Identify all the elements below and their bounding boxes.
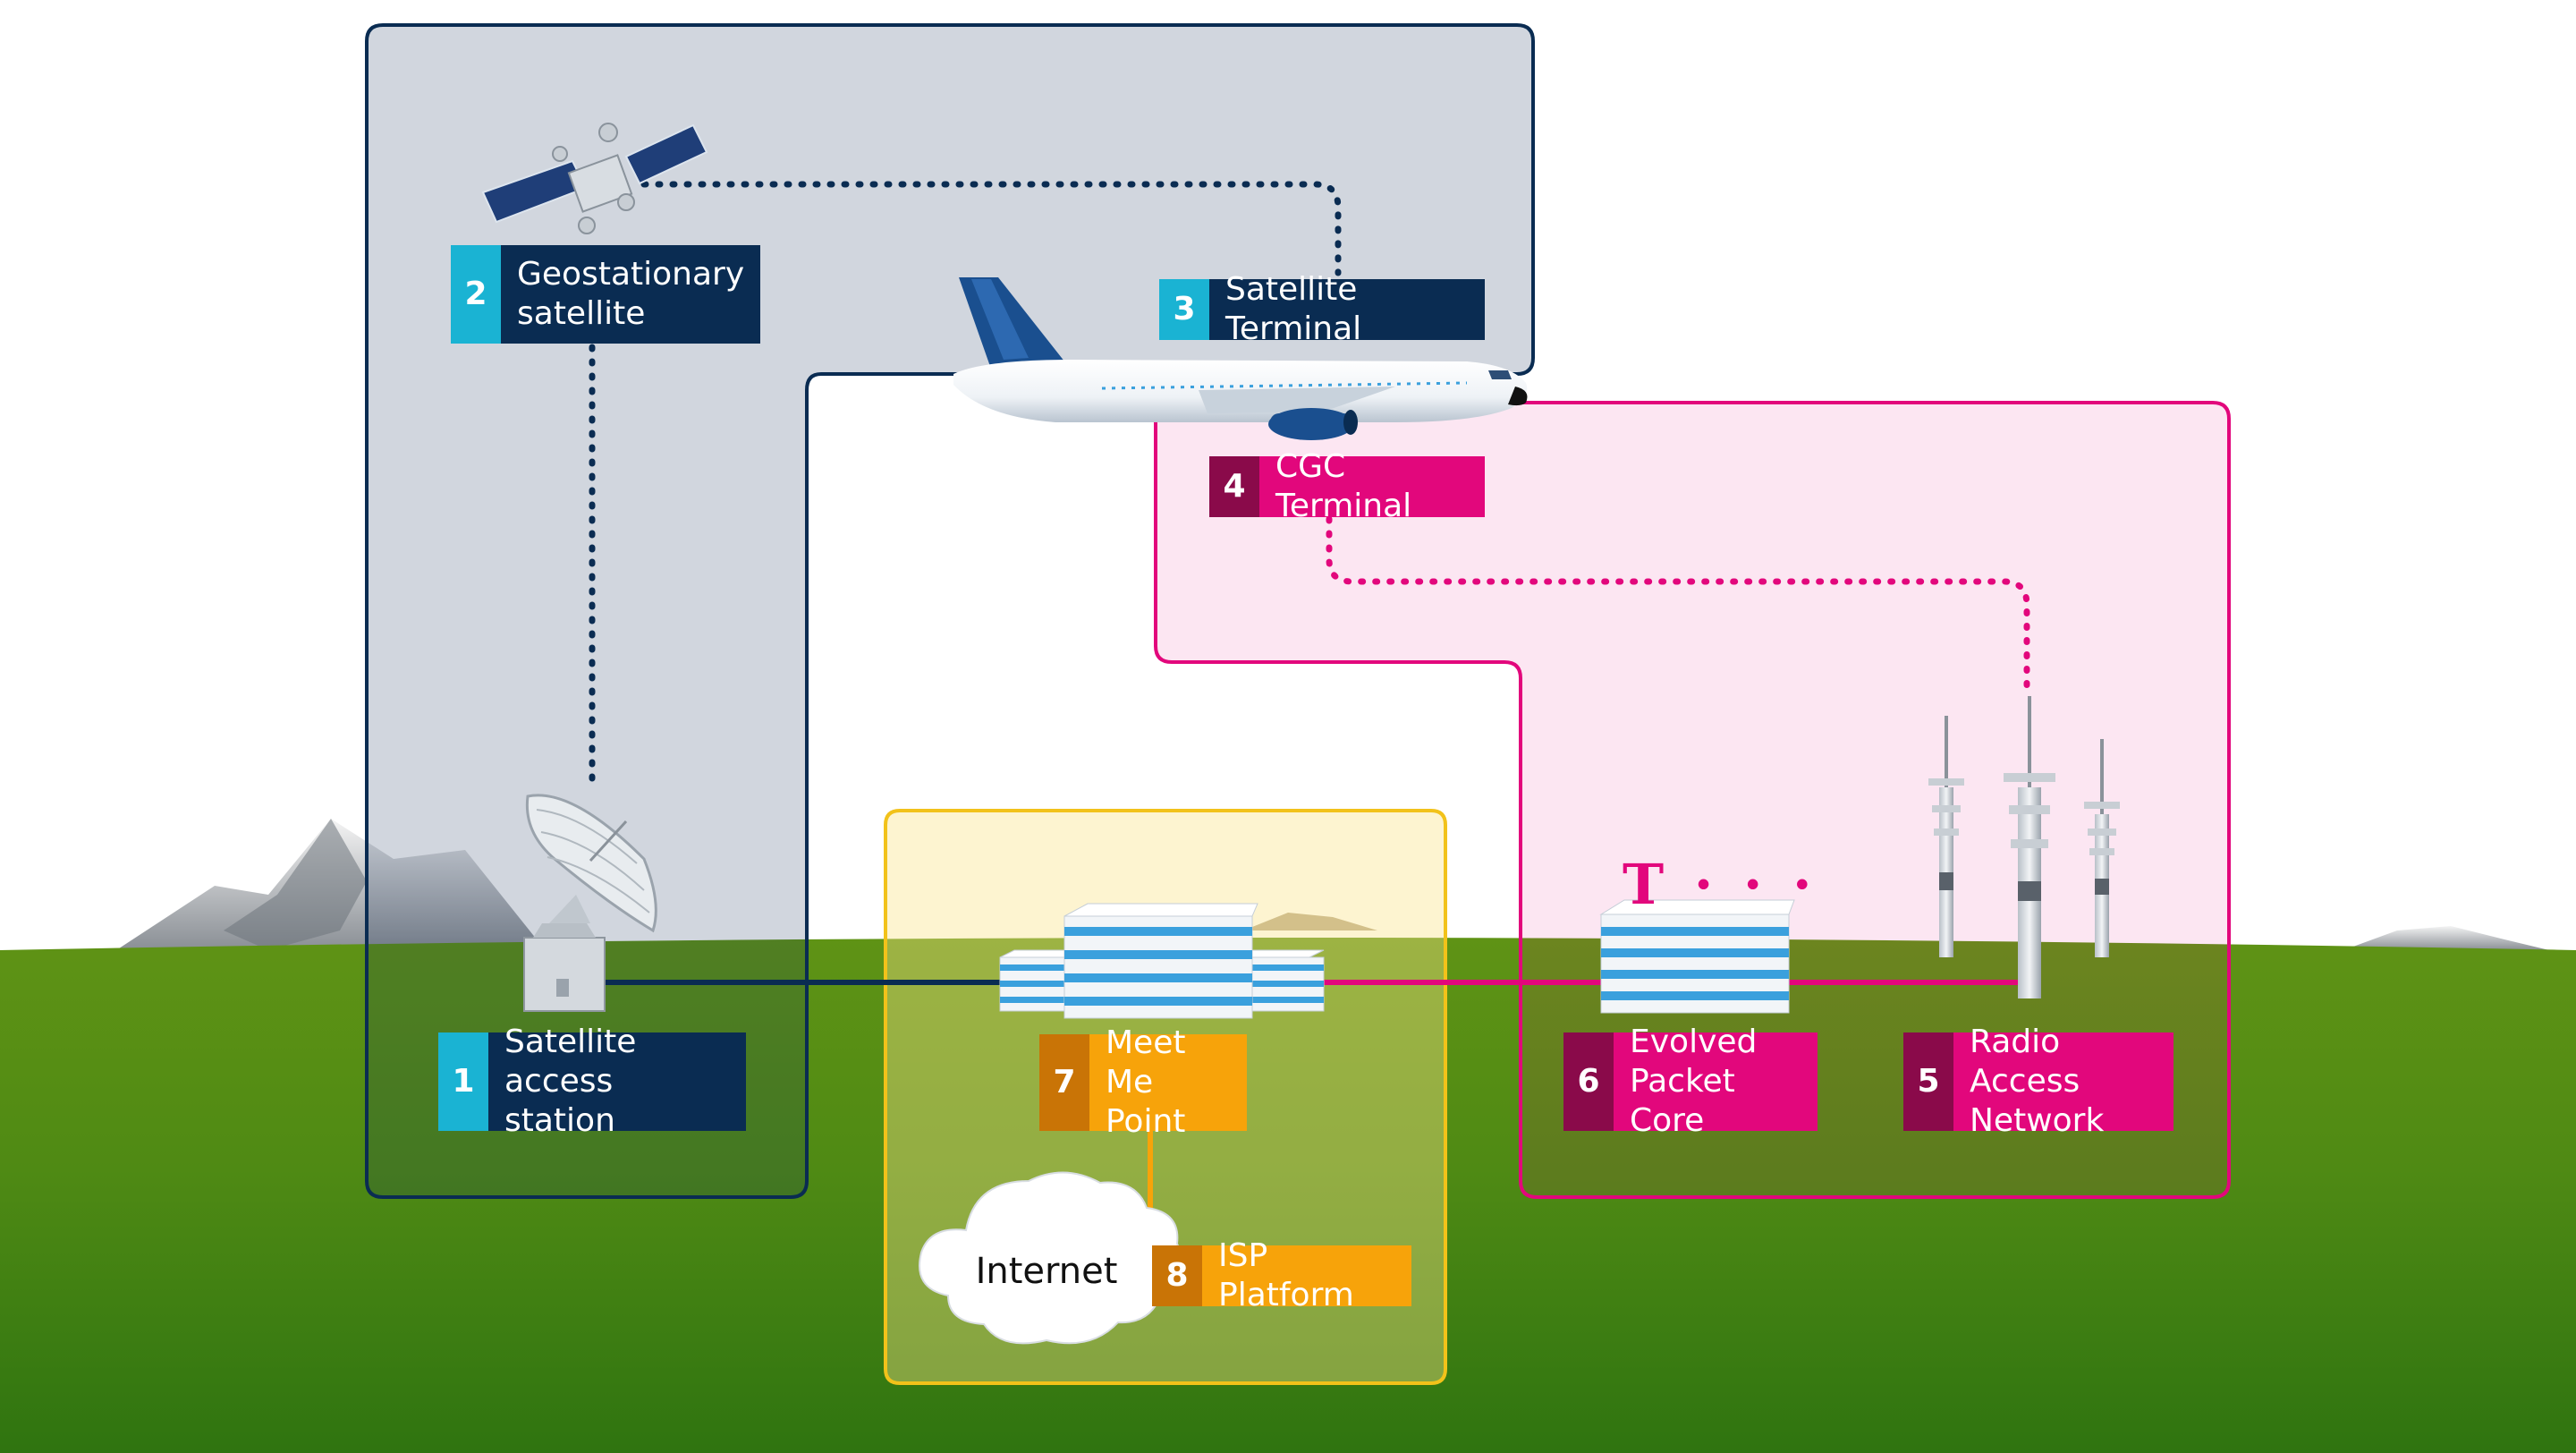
satellite-dish-icon xyxy=(523,794,657,1012)
label-text: Satellite Terminal xyxy=(1209,271,1485,347)
geostationary-satellite-icon xyxy=(481,123,708,234)
cellular-domain-region xyxy=(1154,401,2231,1199)
radio-tower-icon xyxy=(1928,696,2120,998)
label-number: 3 xyxy=(1159,279,1209,340)
mountain-icon xyxy=(116,819,2549,950)
label-geostationary-satellite: 2 Geostationary satellite xyxy=(451,245,761,344)
label-number: 8 xyxy=(1152,1245,1202,1306)
label-text: ISP Platform xyxy=(1202,1237,1411,1313)
label-text: CGC Terminal xyxy=(1259,448,1485,524)
label-evolved-packet-core: 6 Evolved Packet Core xyxy=(1563,1024,1818,1139)
label-satellite-access-station: 1 Satellite access station xyxy=(438,1024,746,1139)
airplane-icon xyxy=(953,277,1528,440)
label-text: Satellite access station xyxy=(488,1024,746,1139)
data-center-icon xyxy=(999,903,1325,1019)
label-number: 7 xyxy=(1039,1034,1089,1131)
label-number: 5 xyxy=(1903,1032,1953,1131)
label-text: Geostationary satellite xyxy=(501,245,761,344)
label-cgc-terminal: 4 CGC Terminal xyxy=(1209,448,1485,524)
label-number: 2 xyxy=(451,245,501,344)
label-radio-access-network: 5 Radio Access Network xyxy=(1903,1024,2174,1139)
radio-links xyxy=(589,181,2030,791)
cloud-icon xyxy=(919,1171,1182,1345)
brand-logo: T · · · xyxy=(1623,852,1818,917)
label-text: Meet Me Point xyxy=(1089,1024,1247,1140)
label-satellite-terminal: 3 Satellite Terminal xyxy=(1159,271,1485,347)
label-number: 6 xyxy=(1563,1032,1614,1131)
internet-label: Internet xyxy=(975,1251,1118,1292)
label-number: 4 xyxy=(1209,456,1259,517)
label-number: 1 xyxy=(438,1032,488,1131)
label-text: Evolved Packet Core xyxy=(1614,1024,1818,1139)
label-isp-platform: 8 ISP Platform xyxy=(1152,1237,1411,1313)
label-text: Radio Access Network xyxy=(1953,1024,2174,1139)
core-network-server-icon xyxy=(1599,899,1795,1014)
label-meet-me-point: 7 Meet Me Point xyxy=(1039,1024,1247,1140)
